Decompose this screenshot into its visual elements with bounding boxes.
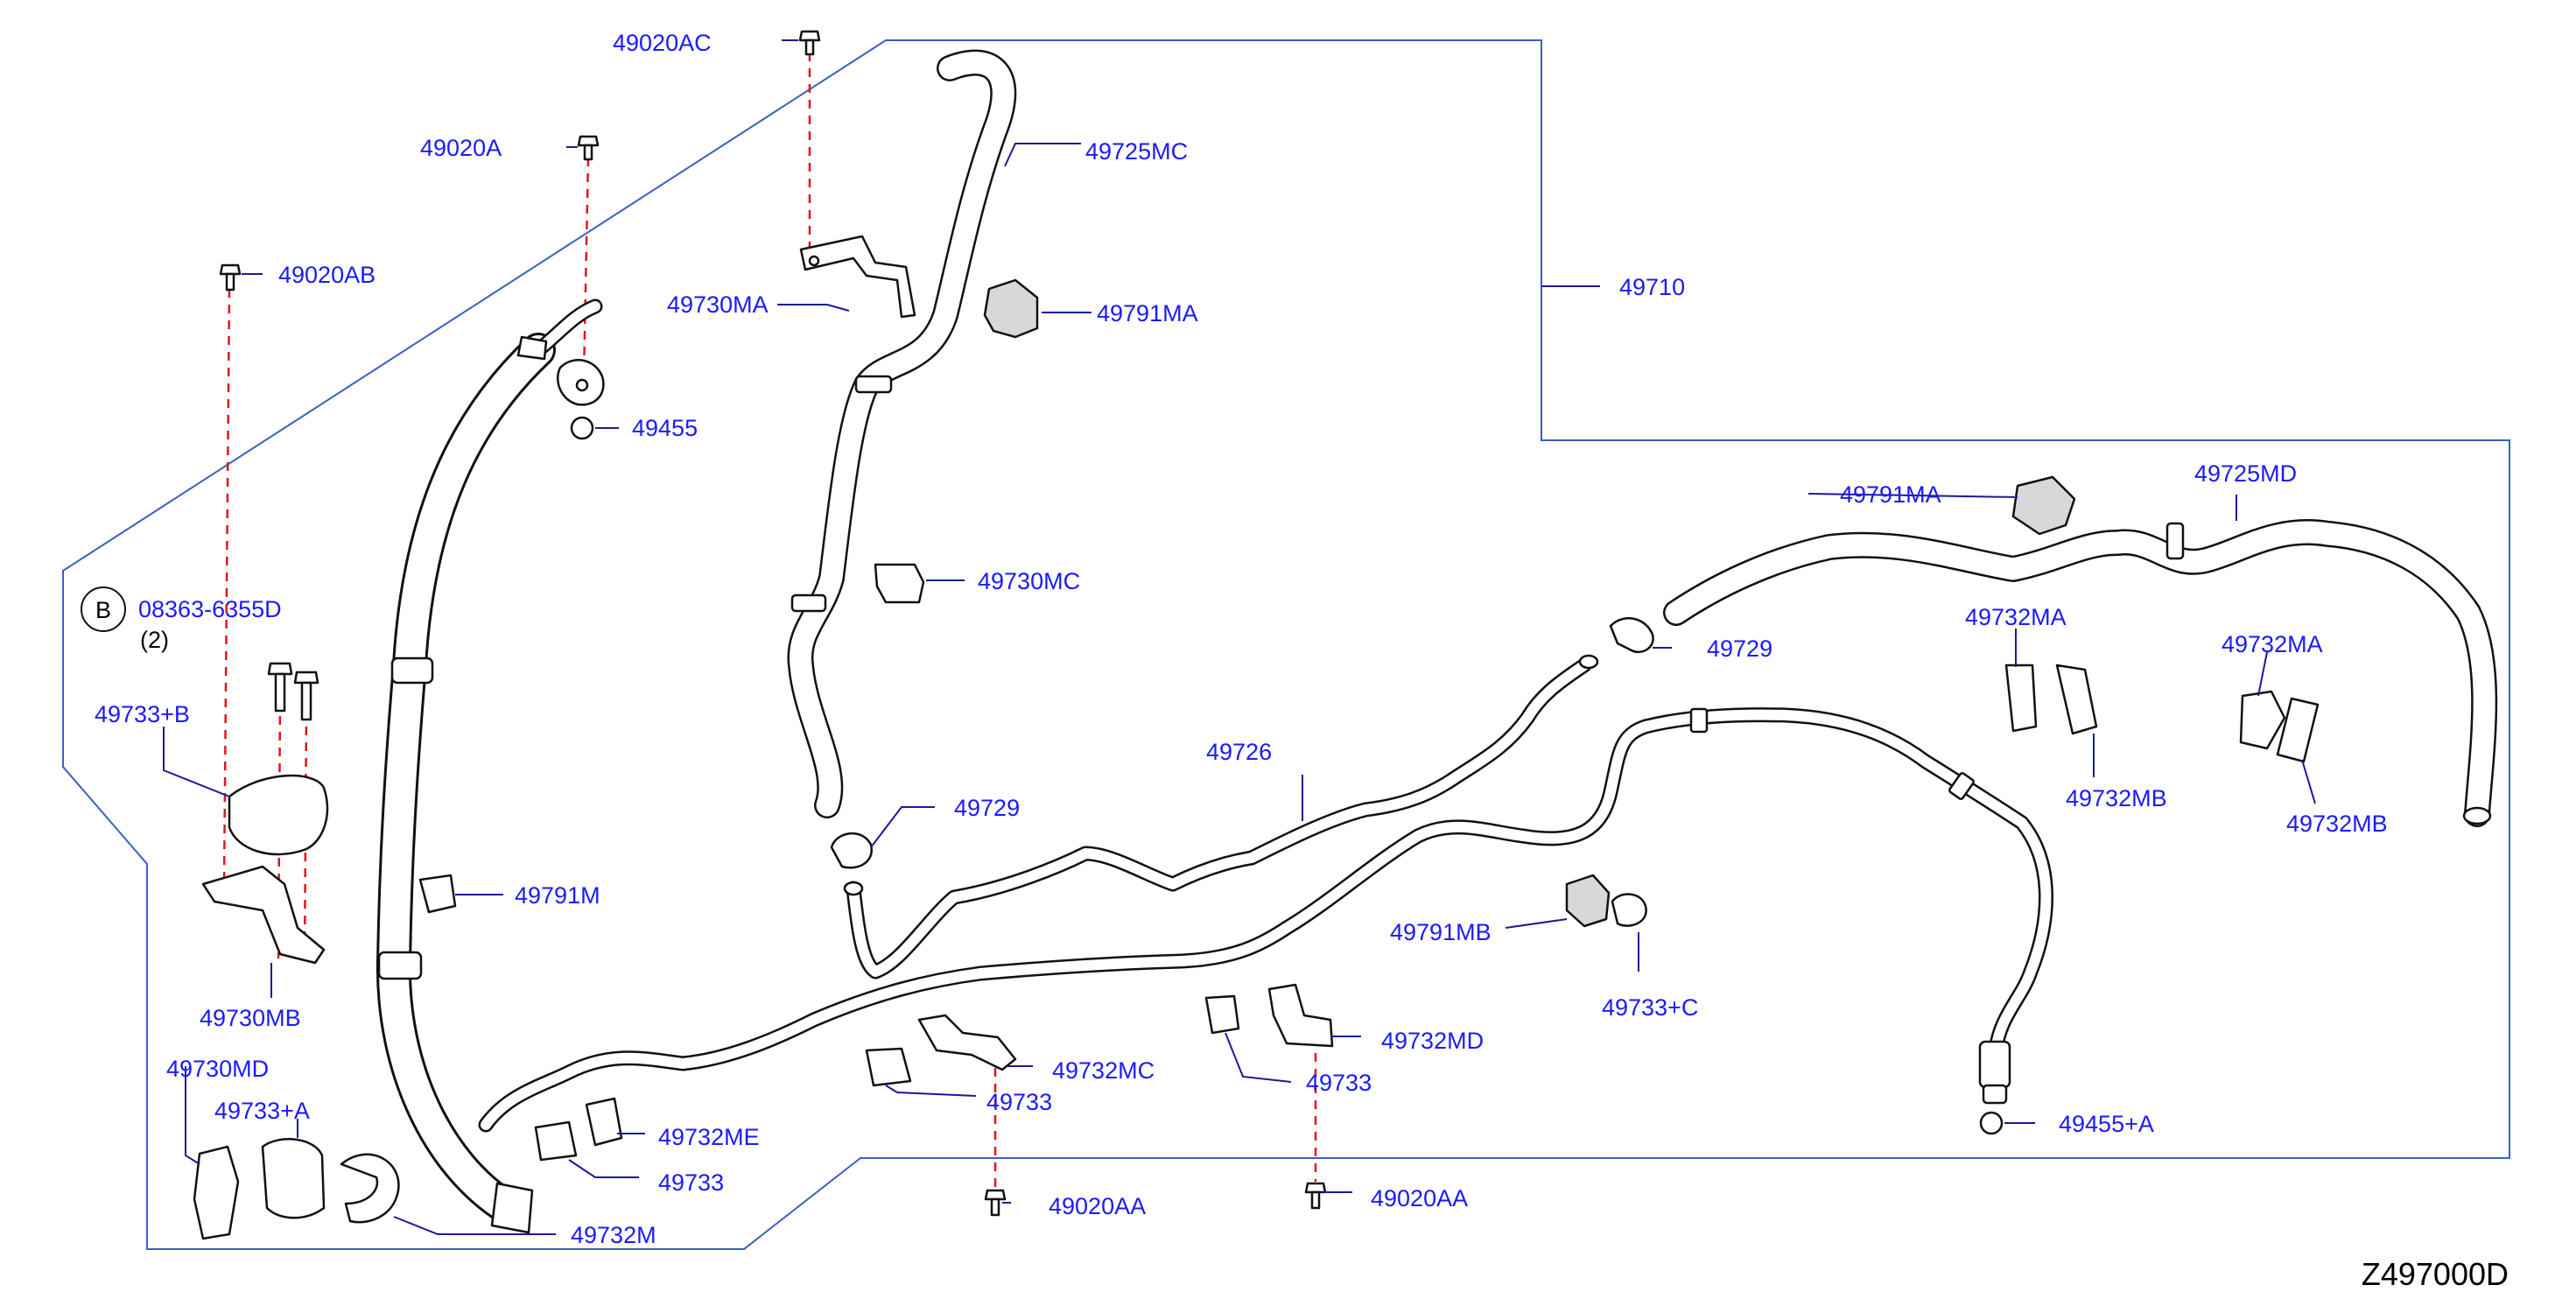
label-49725MD: 49725MD [2194, 460, 2297, 487]
bolt-49020AB-icon [219, 263, 242, 291]
bracket-49732MB-b-icon [2276, 697, 2320, 763]
label-49733C: 49733+C [1602, 994, 1698, 1021]
grommet-49733-mid-icon [865, 1047, 912, 1087]
label-49791MA-top: 49791MA [1097, 300, 1198, 327]
label-49726: 49726 [1206, 739, 1272, 765]
label-49733A: 49733+A [214, 1098, 310, 1124]
bolt-pair-icon [267, 662, 319, 721]
grommet-49733C-icon [1611, 893, 1647, 927]
bolt-49020AA-b-icon [1304, 1182, 1327, 1210]
tube-49726 [843, 654, 1599, 980]
assembly-frame [62, 39, 2510, 1250]
label-49791M: 49791M [515, 882, 600, 909]
label-49730MA: 49730MA [667, 291, 769, 318]
bracket-49730MB-icon [201, 865, 326, 965]
leaders [163, 39, 2316, 1235]
clamp-49729-upper-icon [1609, 617, 1654, 654]
hose-49725MD [1663, 519, 2498, 827]
label-49732MB-a: 49732MB [2066, 785, 2167, 811]
label-49733B: 49733+B [95, 701, 190, 727]
label-49710: 49710 [1619, 274, 1685, 300]
clip-49730MC-icon [874, 563, 925, 604]
bracket-49732MD-icon [1267, 983, 1334, 1048]
label-49791MA-right: 49791MA [1840, 481, 1941, 508]
oring-49455A-icon [1979, 1111, 2004, 1135]
bracket-49733B-icon [228, 774, 329, 856]
clip-49791MA-right-icon [2011, 475, 2076, 536]
bolt-49020A-icon [577, 135, 600, 161]
label-49729-upper: 49729 [1707, 635, 1772, 662]
bracket-49730MA-icon [799, 235, 916, 319]
grommet-49733-left-icon [534, 1120, 578, 1162]
label-49732MC: 49732MC [1052, 1057, 1155, 1084]
hose-large-left [376, 298, 605, 1234]
clip-49791MA-top-icon [983, 278, 1039, 339]
bolt-49020AC-icon [798, 30, 821, 56]
label-49455: 49455 [632, 415, 698, 441]
label-49733-left: 49733 [658, 1169, 724, 1196]
label-49732ME: 49732ME [658, 1124, 760, 1150]
clip-49791M-icon [418, 874, 457, 914]
guide-49020A [582, 157, 590, 377]
label-49730MB: 49730MB [200, 1005, 301, 1031]
grommet-49733-right-icon [1204, 994, 1240, 1035]
diagram-code: Z497000D [2362, 1256, 2509, 1292]
label-49725MC: 49725MC [1085, 138, 1188, 165]
label-49732MA-a: 49732MA [1965, 604, 2067, 630]
bracket-49732MA-a-icon [2004, 664, 2038, 733]
label-49791MB: 49791MB [1390, 919, 1492, 945]
label-49020AA-a: 49020AA [1049, 1193, 1146, 1219]
bracket-49732MC-icon [917, 1014, 1017, 1071]
label-49020AA-b: 49020AA [1371, 1185, 1468, 1211]
label-49729-lower: 49729 [954, 795, 1020, 821]
label-49020A: 49020A [420, 135, 502, 161]
label-49020AC: 49020AC [613, 30, 712, 56]
oring-49455-icon [570, 416, 594, 440]
tube-long [478, 707, 2053, 1133]
label-49732MB-b: 49732MB [2286, 811, 2388, 837]
clip-49791MB-icon [1565, 874, 1611, 928]
label-49730MD: 49730MD [166, 1056, 269, 1082]
grommet-49733A-icon [261, 1138, 326, 1219]
label-49733-mid: 49733 [986, 1089, 1052, 1115]
guide-49020AB [222, 288, 231, 887]
note-symbol: B [95, 597, 111, 623]
note-symbol-circle [81, 586, 126, 632]
hose-49725MC [787, 49, 1017, 818]
label-49020AB: 49020AB [278, 262, 376, 288]
bracket-49732ME-icon [585, 1097, 623, 1147]
bolt-49020AA-a-icon [984, 1189, 1007, 1217]
label-49733-right: 49733 [1306, 1070, 1372, 1096]
clamp-49732M-icon [340, 1153, 400, 1224]
label-49732MA-b: 49732MA [2222, 631, 2323, 657]
note-quantity: (2) [140, 627, 169, 653]
bracket-49732MB-a-icon [2055, 664, 2098, 735]
label-49455A: 49455+A [2059, 1111, 2154, 1137]
clamp-49729-lower-icon [830, 832, 873, 869]
note-part-number: 08363-6355D [138, 596, 282, 622]
label-49732MD: 49732MD [1381, 1028, 1484, 1054]
bracket-49732MA-b-icon [2239, 690, 2286, 750]
label-49732M: 49732M [571, 1222, 656, 1248]
bracket-49730MD-icon [193, 1145, 240, 1240]
label-49730MC: 49730MC [978, 568, 1080, 594]
